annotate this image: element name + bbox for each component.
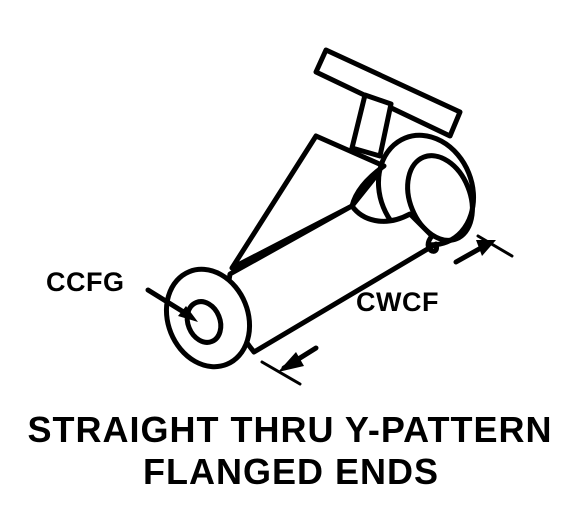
cwcf-extension-right [476, 234, 514, 258]
caption-line-2: FLANGED ENDS [143, 451, 439, 492]
right-flange-rim [405, 153, 475, 243]
left-flange [163, 266, 253, 370]
cwcf-arrowhead-upper [476, 240, 496, 256]
left-flange-bore [184, 299, 224, 345]
handwheel-bar [313, 47, 463, 139]
cwcf-arrowhead-lower [278, 352, 304, 372]
cwcf-extension-left [260, 360, 302, 386]
valve-stem [349, 92, 394, 159]
caption-line-1: STRAIGHT THRU Y-PATTERN [28, 409, 553, 450]
cwcf-label: CWCF [356, 287, 439, 317]
ccfg-label: CCFG [46, 267, 125, 297]
ccfg-arrowhead [178, 306, 198, 322]
body-contour [349, 163, 387, 209]
